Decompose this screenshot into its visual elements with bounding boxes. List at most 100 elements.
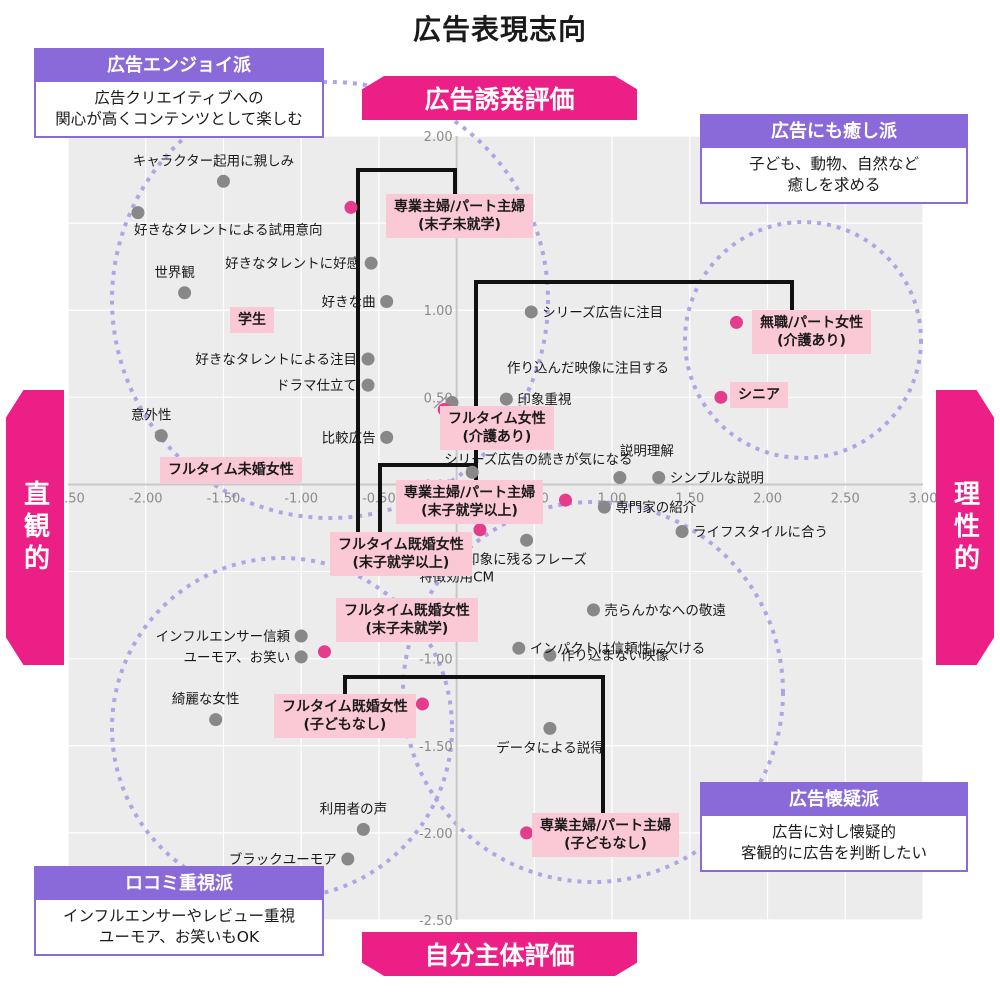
attribute-point <box>520 533 534 547</box>
segment-label-line: フルタイム既婚女性 <box>338 537 464 553</box>
axis-bottom-label: 自分主体評価 <box>362 932 637 976</box>
y-tick-label: 2.00 <box>424 130 453 145</box>
segment-label: シニア <box>730 382 788 408</box>
group-box-healing: 広告にも癒し派 子ども、動物、自然など 癒しを求める <box>700 114 968 204</box>
attribute-point <box>209 713 223 727</box>
segment-label-line: 専業主婦/パート主婦 <box>540 818 672 834</box>
segment-label: フルタイム未婚女性 <box>160 457 302 483</box>
attribute-point <box>543 648 557 662</box>
group-header: 広告エンジョイ派 <box>36 50 322 82</box>
attribute-label: 専門家の紹介 <box>615 499 696 516</box>
y-tick-label: -1.00 <box>419 653 453 668</box>
segment-label-line: (末子未就学) <box>365 621 449 637</box>
attribute-point <box>216 174 230 188</box>
attribute-label: ドラマ仕立て <box>276 378 357 394</box>
x-tick-label: 1.50 <box>675 491 704 506</box>
group-description-line: 広告クリエイティブへの <box>94 89 264 107</box>
attribute-point <box>675 524 689 538</box>
attribute-point <box>543 721 557 735</box>
attribute-label: データによる説得 <box>496 739 604 756</box>
segment-label-line: 専業主婦/パート主婦 <box>394 199 526 215</box>
attribute-label: 好きなタレントに好感 <box>225 255 360 272</box>
attribute-label: ライフスタイルに合う <box>693 524 828 540</box>
segment-label-line: (末子就学以上) <box>352 555 450 571</box>
attribute-label: 利用者の声 <box>320 801 388 817</box>
attribute-label: 比較広告 <box>322 430 376 446</box>
attribute-label: 好きなタレントによる試用意向 <box>134 222 323 239</box>
attribute-point <box>364 256 378 270</box>
segment-label-line: フルタイム既婚女性 <box>282 699 408 715</box>
group-box-reviews: ロコミ重視派 インフルエンサーやレビュー重視 ユーモア、お笑いもOK <box>34 866 324 956</box>
x-tick-label: 3.00 <box>909 491 938 506</box>
segment-point <box>729 315 743 329</box>
chart-title: 広告表現志向 <box>412 13 587 46</box>
y-tick-label: -2.50 <box>419 914 453 929</box>
x-tick-label: -1.50 <box>207 491 241 506</box>
segment-label-line: (介護あり) <box>462 429 532 445</box>
attribute-points <box>131 174 689 866</box>
attribute-point <box>586 603 600 617</box>
group-description-line: 広告に対し懐疑的 <box>771 823 896 841</box>
enjoy-group-circle <box>110 80 550 520</box>
attribute-point <box>512 641 526 655</box>
group-circles <box>110 80 923 900</box>
segment-label: フルタイム既婚女性 (末子就学以上) <box>330 532 472 576</box>
attribute-point <box>652 470 666 484</box>
y-tick-label: -2.00 <box>419 827 453 842</box>
segment-label-line: 学生 <box>238 312 266 328</box>
segment-point <box>473 523 487 537</box>
attribute-point <box>524 305 538 319</box>
segment-label-line: (子どもなし) <box>303 717 387 733</box>
group-description-line: ユーモア、お笑いもOK <box>98 928 260 946</box>
attribute-point <box>465 465 479 479</box>
group-description: 広告に対し懐疑的 客観的に広告を判断したい <box>702 816 966 870</box>
attribute-point <box>154 429 168 443</box>
segment-label: 専業主婦/パート主婦(末子未就学) <box>386 194 534 238</box>
segment-label: フルタイム女性 (介護あり) <box>440 406 554 450</box>
segment-label-line: フルタイム未婚女性 <box>168 462 294 478</box>
attribute-point <box>294 650 308 664</box>
attribute-label: 印象に残るフレーズ <box>466 552 587 568</box>
group-header: 広告にも癒し派 <box>702 116 966 148</box>
attribute-label: ブラックユーモア <box>229 851 337 868</box>
y-tick-label: 1.00 <box>424 304 453 319</box>
x-tick-label: -2.00 <box>129 491 163 506</box>
segment-label-line: フルタイム女性 <box>448 411 546 427</box>
group-description-line: 客観的に広告を判断したい <box>740 844 927 862</box>
attribute-label: 好きなタレントによる注目 <box>195 352 357 368</box>
attribute-point <box>131 206 145 220</box>
attribute-label: 説明理解 <box>620 443 674 459</box>
segment-point <box>714 390 728 404</box>
segment-point <box>344 200 358 214</box>
skeptic-group-circle <box>401 500 785 884</box>
segment-label-line: (介護あり) <box>777 333 846 349</box>
attribute-point <box>597 500 611 514</box>
attribute-labels: キャラクター起用に親しみ好きなタレントによる試用意向世界観意外性好きなタレントに… <box>131 153 828 868</box>
y-tick-label: -1.50 <box>419 740 453 755</box>
segment-label-line: シニア <box>738 387 780 403</box>
group-header: 広告懐疑派 <box>702 784 966 816</box>
group-box-skeptic: 広告懐疑派 広告に対し懐疑的 客観的に広告を判断したい <box>700 782 968 872</box>
segment-label-line: (子どもなし) <box>564 836 647 852</box>
group-description: インフルエンサーやレビュー重視 ユーモア、お笑いもOK <box>36 900 322 954</box>
segment-label-line: (末子就学以上) <box>421 503 518 519</box>
x-tick-label: 2.50 <box>831 491 860 506</box>
healing-group-circle <box>683 220 923 460</box>
attribute-label: 作り込まない映像 <box>561 648 669 664</box>
attribute-label: 作り込んだ映像に注目する <box>507 361 669 377</box>
segment-point <box>520 826 534 840</box>
attribute-label: シンプルな説明 <box>670 470 764 486</box>
reviews-group-circle <box>110 556 454 900</box>
segment-label: フルタイム既婚女性 (子どもなし) <box>274 694 416 738</box>
cluster-bracket <box>474 280 794 480</box>
cluster-bracket <box>343 675 605 820</box>
cluster-bracket <box>356 168 457 565</box>
axis-top-label: 広告誘発評価 <box>362 76 637 120</box>
x-tick-label: 2.00 <box>753 491 782 506</box>
attribute-point <box>341 852 355 866</box>
group-box-enjoy: 広告エンジョイ派 広告クリエイティブへの 関心が高くコンテンツとして楽しむ <box>34 48 324 138</box>
attribute-point <box>380 295 394 309</box>
attribute-label: 世界観 <box>154 264 195 281</box>
pointer-line <box>433 395 448 409</box>
